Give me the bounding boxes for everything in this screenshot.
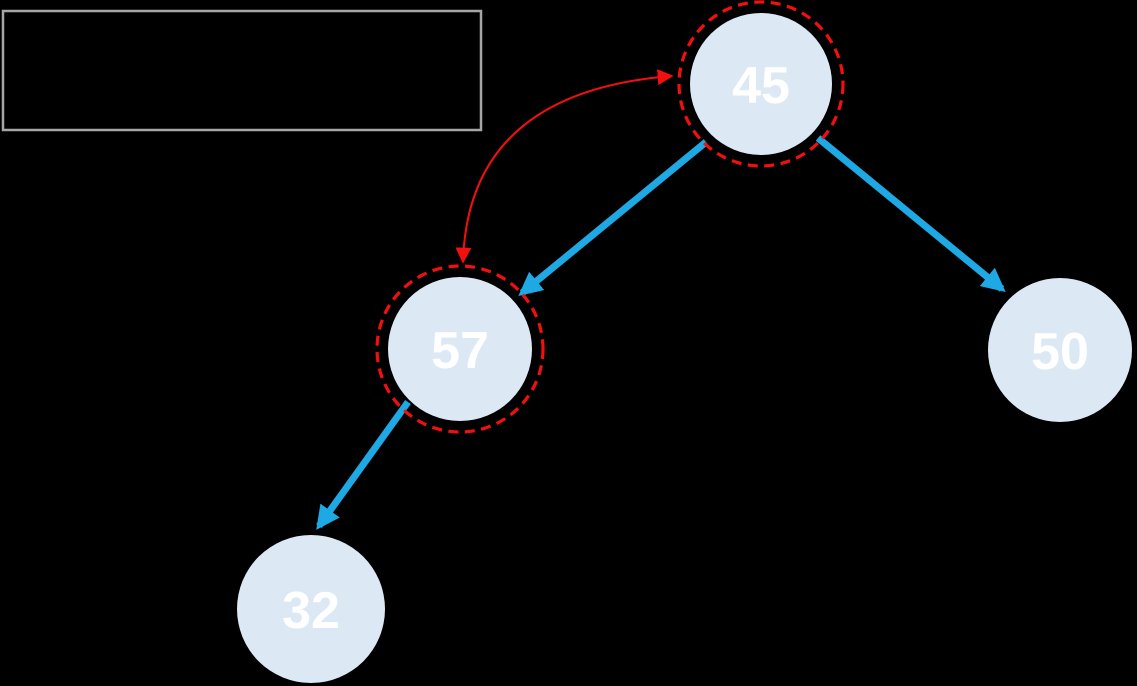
node-labels-layer: 45 57 50 32 <box>282 57 1089 640</box>
swap-arrow-57-45 <box>455 69 674 264</box>
highlight-ring-57 <box>375 264 545 434</box>
tree-node-32 <box>237 535 385 683</box>
edge-arrow-45-50 <box>815 135 1006 293</box>
edge-arrow-45-57 <box>518 139 709 297</box>
node-label-57: 57 <box>431 322 489 380</box>
caption-box <box>1 9 483 132</box>
highlight-ring-45 <box>677 0 845 168</box>
tree-node-45 <box>690 13 832 155</box>
tree-node-57 <box>388 277 532 421</box>
tree-node-50 <box>988 278 1132 422</box>
node-circles-layer <box>237 13 1132 683</box>
node-label-45: 45 <box>732 57 790 115</box>
node-label-50: 50 <box>1031 323 1089 381</box>
highlight-rings-layer <box>375 0 845 434</box>
swap-arrow-layer <box>455 69 674 264</box>
node-label-32: 32 <box>282 582 340 640</box>
edge-arrow-57-32 <box>316 399 411 530</box>
